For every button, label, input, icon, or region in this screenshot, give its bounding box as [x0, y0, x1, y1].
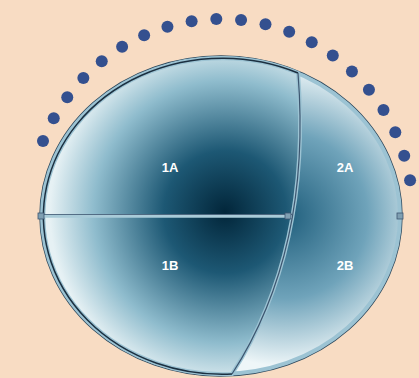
dot: [186, 15, 198, 27]
dot: [389, 126, 401, 138]
divider-tick: [285, 213, 291, 219]
dot: [398, 150, 410, 162]
chamber-region: 1B: [158, 256, 183, 276]
dot: [363, 84, 375, 96]
outer-border: [40, 56, 402, 376]
chamber-label: 1A: [162, 160, 179, 176]
dot: [77, 72, 89, 84]
dot: [346, 65, 358, 77]
horizontal-divider-edge: [42, 214, 292, 215]
dot: [161, 21, 173, 33]
dot: [96, 55, 108, 67]
dot: [306, 36, 318, 48]
chamber-label: 1B: [162, 258, 179, 274]
divider-curve: [232, 73, 300, 374]
dot: [377, 104, 389, 116]
dot: [327, 49, 339, 61]
chamber-label: 2A: [337, 160, 354, 176]
horizontal-divider: [42, 214, 292, 218]
dot: [235, 14, 247, 26]
dot: [404, 174, 416, 186]
dot: [116, 41, 128, 53]
dot: [210, 13, 222, 25]
dot: [61, 91, 73, 103]
chamber-region: 1A: [158, 158, 183, 178]
chamber-region: 2B: [333, 256, 358, 276]
dot: [259, 18, 271, 30]
dot: [138, 29, 150, 41]
dot: [48, 112, 60, 124]
chamber-label: 2B: [337, 258, 354, 274]
dot: [283, 26, 295, 38]
dot: [37, 135, 49, 147]
outer-chamber: [42, 58, 400, 374]
divider-tick: [38, 213, 44, 219]
chamber-region: 2A: [333, 158, 358, 178]
divider-tick: [397, 213, 403, 219]
